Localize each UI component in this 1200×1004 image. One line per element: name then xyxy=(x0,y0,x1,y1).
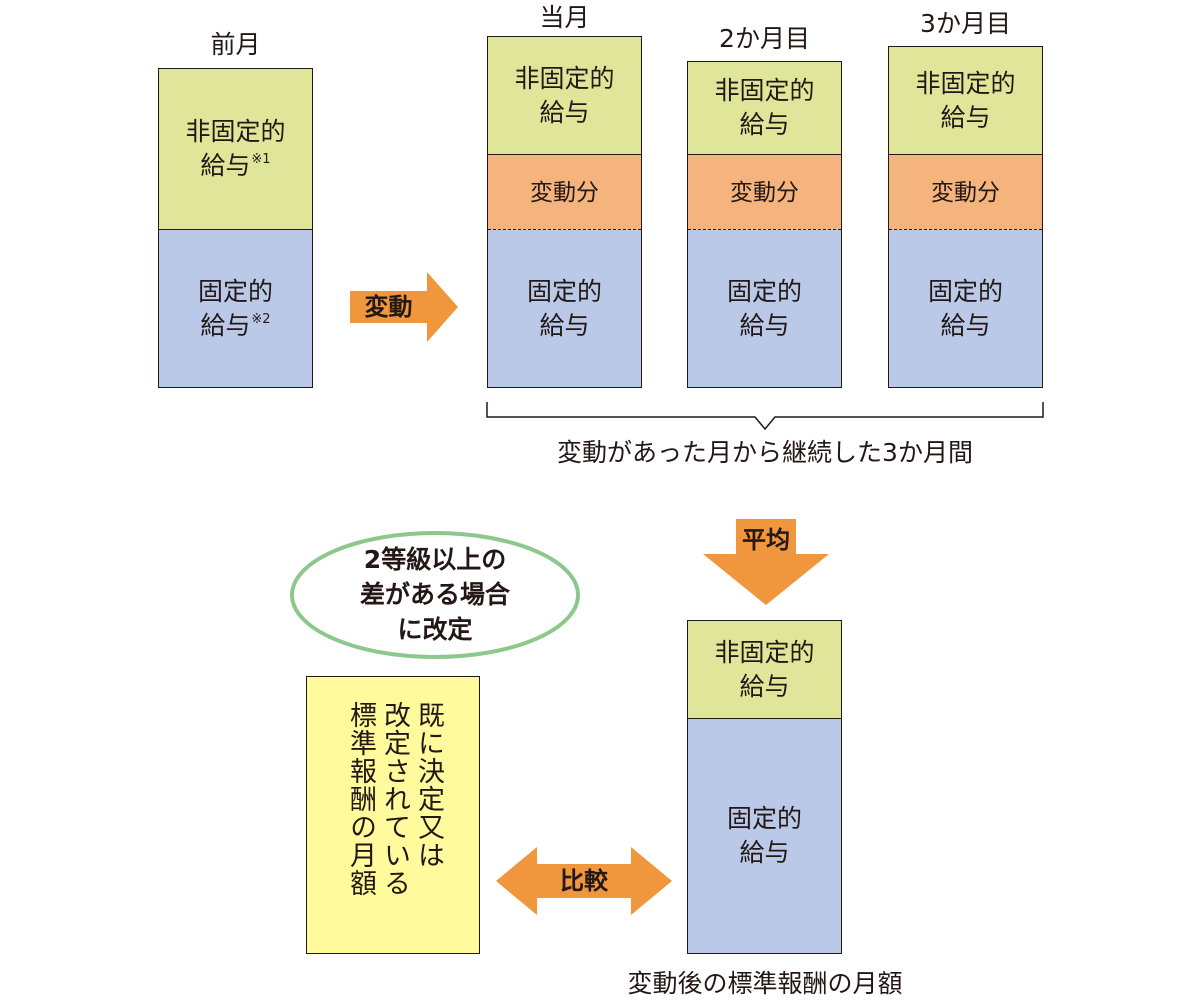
month-3-change-label: 変動分 xyxy=(931,179,1000,206)
change-arrow xyxy=(350,272,458,342)
month-3-nonfixed-line2: 給与 xyxy=(940,102,991,132)
result-nonfixed-line1: 非固定的 xyxy=(714,637,815,667)
condition-line-3: に改定 xyxy=(397,615,473,644)
month-1-nonfixed-segment: 非固定的 給与 xyxy=(488,37,641,154)
month-3-change-segment: 変動分 xyxy=(889,154,1042,230)
month-1-label: 当月 xyxy=(539,3,590,32)
month-3-label: 3か月目 xyxy=(920,9,1011,38)
month-3-nonfixed-line1: 非固定的 xyxy=(915,68,1016,98)
month-1-change-segment: 変動分 xyxy=(488,154,641,230)
current-standard-box: 既に決定又は 改定されている 標準報酬の月額 xyxy=(306,676,480,954)
note-2: ※2 xyxy=(251,311,271,327)
month-1-fixed-line1: 固定的 xyxy=(526,276,602,306)
month-3-fixed-segment: 固定的 給与 xyxy=(889,229,1042,387)
month-3-fixed-line1: 固定的 xyxy=(927,276,1003,306)
result-nonfixed-segment: 非固定的 給与 xyxy=(688,621,841,718)
month-1-change-label: 変動分 xyxy=(530,179,599,206)
result-box: 非固定的 給与 固定的 給与 xyxy=(687,620,842,954)
compare-arrow-label: 比較 xyxy=(560,867,608,895)
result-caption: 変動後の標準報酬の月額 xyxy=(627,969,903,998)
prev-nonfixed-line1: 非固定的 xyxy=(185,117,286,146)
month-2-change-label: 変動分 xyxy=(730,179,799,206)
note-1: ※1 xyxy=(251,152,271,167)
prev-fixed-segment: 固定的 給与※2 xyxy=(159,229,312,387)
condition-ellipse xyxy=(290,531,580,659)
average-arrow xyxy=(703,519,829,605)
month-1-fixed-segment: 固定的 給与 xyxy=(488,229,641,387)
month-2-nonfixed-line1: 非固定的 xyxy=(714,76,815,105)
month-3-box: 非固定的 給与 変動分 固定的 給与 xyxy=(888,46,1043,388)
month-2-nonfixed-line2: 給与 xyxy=(739,110,790,139)
prev-nonfixed-line2-wrap: 給与※1 xyxy=(185,149,285,183)
change-arrow-label: 変動 xyxy=(364,293,413,321)
month-1-fixed-line2: 給与 xyxy=(539,310,590,340)
period-brace xyxy=(486,402,1044,431)
prev-fixed-line2-wrap: 給与※2 xyxy=(198,309,273,343)
current-col-1: 既に決定又は xyxy=(413,701,444,869)
month-1-box: 非固定的 給与 変動分 固定的 給与 xyxy=(487,36,642,388)
month-3-nonfixed-segment: 非固定的 給与 xyxy=(889,47,1042,154)
month-2-nonfixed-segment: 非固定的 給与 xyxy=(688,62,841,154)
result-fixed-line1: 固定的 xyxy=(726,804,802,833)
prev-fixed-line1: 固定的 xyxy=(197,276,273,306)
current-col-3: 標準報酬の月額 xyxy=(345,701,376,897)
period-caption: 変動があった月から継続した3か月間 xyxy=(557,438,973,467)
compare-arrow xyxy=(496,847,672,915)
average-arrow-label: 平均 xyxy=(742,526,790,554)
prev-month-box: 非固定的 給与※1 固定的 給与※2 xyxy=(158,68,313,388)
month-2-fixed-segment: 固定的 給与 xyxy=(688,229,841,387)
result-nonfixed-line2: 給与 xyxy=(739,671,790,701)
condition-text: 2等級以上の 差がある場合 に改定 xyxy=(292,542,578,647)
prev-nonfixed-segment: 非固定的 給与※1 xyxy=(159,69,312,229)
month-3-fixed-line2: 給与 xyxy=(940,310,991,340)
month-2-fixed-line1: 固定的 xyxy=(726,276,802,306)
month-2-fixed-line2: 給与 xyxy=(739,310,790,340)
current-col-2: 改定されている xyxy=(379,701,410,897)
prev-fixed-line2: 給与 xyxy=(200,310,251,340)
current-standard-text: 既に決定又は 改定されている 標準報酬の月額 xyxy=(343,701,445,941)
month-2-label: 2か月目 xyxy=(719,24,810,53)
month-2-change-segment: 変動分 xyxy=(688,154,841,230)
month-1-nonfixed-line2: 給与 xyxy=(539,97,590,127)
prev-month-label: 前月 xyxy=(210,30,261,59)
condition-line-2: 差がある場合 xyxy=(359,580,510,609)
result-fixed-segment: 固定的 給与 xyxy=(688,718,841,953)
prev-nonfixed-line2: 給与 xyxy=(200,151,251,180)
result-fixed-line2: 給与 xyxy=(739,838,790,867)
month-1-nonfixed-line1: 非固定的 xyxy=(514,63,615,93)
month-2-box: 非固定的 給与 変動分 固定的 給与 xyxy=(687,61,842,388)
condition-line-1: 2等級以上の xyxy=(363,545,507,574)
